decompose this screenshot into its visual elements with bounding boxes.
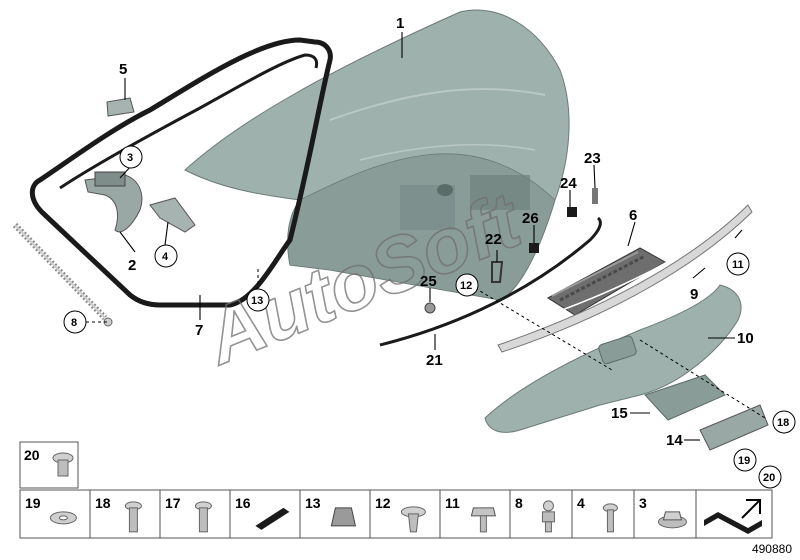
push-clip-icon bbox=[400, 506, 426, 533]
ball-stud-icon bbox=[541, 500, 555, 533]
inner-seal bbox=[379, 216, 602, 347]
grid-cell bbox=[695, 489, 773, 539]
callout-25: 25 bbox=[420, 273, 437, 290]
spring-23 bbox=[592, 188, 598, 204]
callout-6: 6 bbox=[629, 207, 637, 224]
bolt-icon bbox=[602, 503, 618, 533]
grid-label: 12 bbox=[375, 495, 391, 511]
cable-22 bbox=[491, 261, 504, 283]
callout-1: 1 bbox=[396, 15, 404, 32]
license-frame bbox=[699, 404, 769, 451]
hex-bolt-icon bbox=[470, 507, 497, 533]
hinge-assembly bbox=[84, 97, 196, 233]
chrome-trim-strip bbox=[497, 204, 753, 353]
screw-icon bbox=[124, 501, 142, 533]
clip-icon bbox=[330, 507, 357, 527]
grid-label-20: 20 bbox=[24, 447, 40, 463]
grid-cell bbox=[159, 489, 231, 539]
grid-label: 17 bbox=[165, 495, 181, 511]
screw-icon-20 bbox=[52, 452, 74, 477]
callout-13: 13 bbox=[251, 295, 263, 307]
callout-10: 10 bbox=[737, 330, 754, 347]
callout-14: 14 bbox=[666, 432, 683, 449]
callout-3: 3 bbox=[127, 152, 133, 164]
callout-7: 7 bbox=[195, 322, 203, 339]
grid-cell bbox=[229, 489, 301, 539]
screw-icon bbox=[194, 501, 212, 533]
gas-strut bbox=[12, 222, 113, 327]
grid-label: 18 bbox=[95, 495, 111, 511]
grid-cell bbox=[89, 489, 161, 539]
grid-label: 13 bbox=[305, 495, 321, 511]
trunk-lid bbox=[184, 9, 570, 301]
grid-label: 4 bbox=[577, 495, 585, 511]
grid-label: 8 bbox=[515, 495, 523, 511]
grid-label: 19 bbox=[25, 495, 41, 511]
callout-2: 2 bbox=[128, 257, 136, 274]
grid-label: 11 bbox=[445, 495, 460, 511]
nut-25 bbox=[424, 302, 436, 314]
callout-8: 8 bbox=[71, 317, 77, 329]
nut-icon bbox=[657, 511, 687, 529]
washer-icon bbox=[49, 511, 77, 525]
callout-11: 11 bbox=[732, 259, 744, 271]
callout-15: 15 bbox=[611, 405, 628, 422]
callout-19: 19 bbox=[738, 455, 750, 467]
callout-23: 23 bbox=[584, 150, 601, 167]
clip-24 bbox=[567, 207, 577, 217]
parts-grid: 20 19 18 17 16 13 12 11 8 4 3 bbox=[19, 441, 773, 539]
callout-20: 20 bbox=[763, 472, 775, 484]
callout-21: 21 bbox=[426, 352, 443, 369]
callout-26: 26 bbox=[522, 210, 539, 227]
license-bracket bbox=[644, 374, 726, 421]
grid-label: 3 bbox=[639, 495, 647, 511]
diagram-id: 490880 bbox=[751, 542, 792, 556]
trunk-seal bbox=[29, 37, 333, 308]
clip-26 bbox=[529, 243, 539, 253]
arrow-icon bbox=[704, 499, 762, 534]
lower-trim-panel bbox=[484, 284, 742, 433]
callout-9: 9 bbox=[690, 286, 698, 303]
foam-pad-icon bbox=[255, 507, 290, 530]
callout-5: 5 bbox=[119, 61, 127, 78]
callout-12: 12 bbox=[460, 280, 472, 292]
callout-4: 4 bbox=[162, 251, 169, 263]
callout-22: 22 bbox=[485, 231, 502, 248]
callout-24: 24 bbox=[560, 175, 577, 192]
grid-label: 16 bbox=[235, 495, 251, 511]
callout-18: 18 bbox=[777, 417, 789, 429]
